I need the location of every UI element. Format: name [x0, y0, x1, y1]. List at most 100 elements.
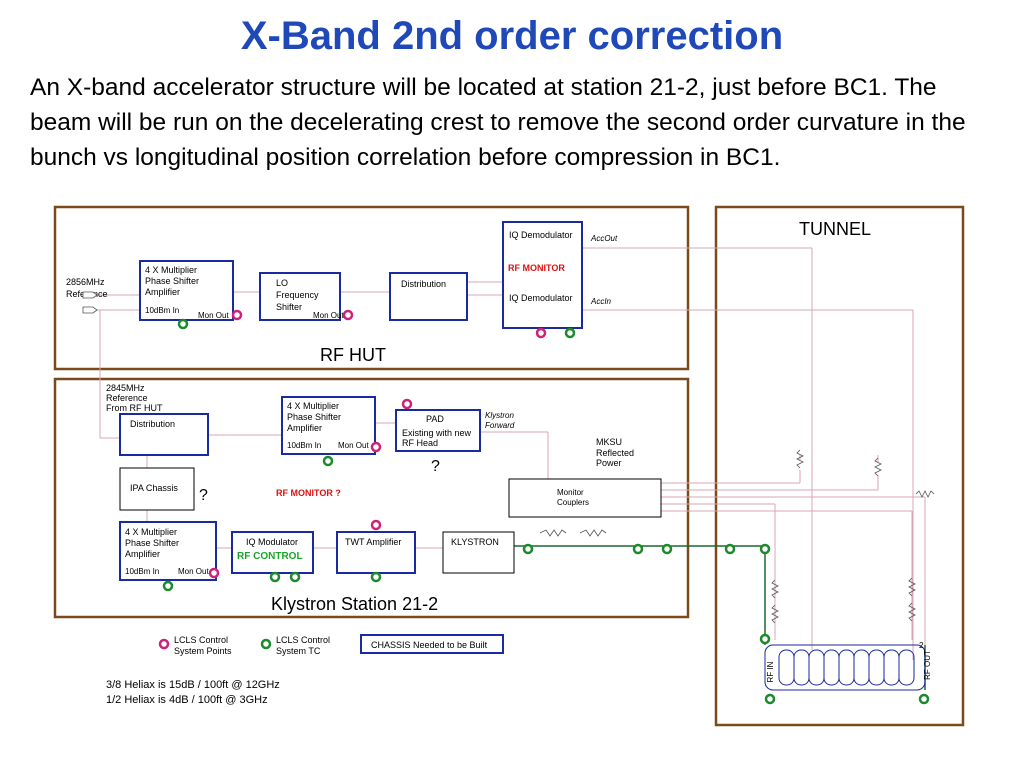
station-ref-2: Reference [106, 393, 148, 403]
ref-connector-icons [82, 291, 98, 314]
klystron-station-label: Klystron Station 21-2 [271, 594, 438, 614]
hut-mult-in: 10dBm In [145, 306, 179, 315]
pad-l2: Existing with new [402, 428, 472, 438]
control-point-icon [158, 638, 170, 650]
hut-distribution-box: Distribution [389, 272, 468, 321]
tc-point-icon [918, 693, 930, 705]
hut-multiplier-box: 4 X Multiplier Phase Shifter Amplifier 1… [139, 260, 234, 321]
tc-point-icon [260, 638, 272, 650]
tc-point-icon [162, 580, 174, 592]
twt-label: TWT Amplifier [345, 537, 401, 547]
iq-demod-2-label: IQ Demodulator [509, 293, 573, 303]
station-distribution-box: Distribution [119, 413, 209, 456]
lo-l1: LO [276, 278, 288, 288]
st-mult-bot-l3: Amplifier [125, 549, 160, 559]
iq-demod-1-label: IQ Demodulator [509, 230, 573, 240]
legend-magenta-1: LCLS Control [174, 635, 228, 645]
rf-hut-frame [53, 205, 690, 371]
port-2-label: 2 [919, 641, 924, 650]
tc-point-icon [269, 571, 281, 583]
rf-monitor-question: RF MONITOR ? [276, 488, 341, 498]
rf-control-label: RF CONTROL [237, 551, 303, 562]
st-mult-top-in: 10dBm In [287, 441, 321, 450]
rf-monitor-label: RF MONITOR [508, 263, 565, 273]
station-distribution-label: Distribution [130, 419, 175, 429]
mksu-3: Power [596, 458, 622, 468]
control-point-icon [535, 327, 547, 339]
station-multiplier-top-box: 4 X Multiplier Phase Shifter Amplifier 1… [281, 396, 376, 455]
station-multiplier-bottom-box: 4 X Multiplier Phase Shifter Amplifier 1… [119, 521, 217, 581]
st-mult-top-l2: Phase Shifter [287, 412, 341, 422]
lo-l2: Frequency [276, 290, 319, 300]
lcls-control-points [158, 309, 547, 650]
mksu-1: MKSU [596, 437, 622, 447]
hut-distribution-label: Distribution [401, 279, 446, 289]
legend-magenta-2: System Points [174, 646, 232, 656]
lo-shifter-box: LO Frequency Shifter Mon Out [259, 272, 344, 321]
st-mult-bot-l1: 4 X Multiplier [125, 527, 177, 537]
iq-modulator-label: IQ Modulator [246, 537, 298, 547]
tc-point-icon [632, 543, 644, 555]
ipa-chassis-label: IPA Chassis [130, 483, 178, 493]
legend-green-2: System TC [276, 646, 321, 656]
st-mult-bot-in: 10dBm In [125, 567, 159, 576]
hut-ref-label-1: 2856MHz [66, 277, 105, 287]
rf-in-label: RF IN [766, 661, 775, 682]
control-point-icon [208, 567, 220, 579]
hut-mult-l2: Phase Shifter [145, 276, 199, 286]
tc-point-icon [564, 327, 576, 339]
klystron-label: KLYSTRON [451, 537, 499, 547]
acc-in-label: AccIn [590, 297, 612, 306]
slide-title: X-Band 2nd order correction [240, 14, 784, 58]
mksu-2: Reflected [596, 448, 634, 458]
st-mult-top-l1: 4 X Multiplier [287, 401, 339, 411]
tunnel-frame [714, 205, 965, 727]
station-ref-3: From RF HUT [106, 403, 163, 413]
pad-l1: PAD [426, 414, 444, 424]
lo-out: Mon Out [313, 311, 344, 320]
tc-point-icon [759, 633, 771, 645]
st-mult-bot-out: Mon Out [178, 567, 209, 576]
legend-chassis-label: CHASSIS Needed to be Built [371, 640, 488, 650]
tc-point-icon [724, 543, 736, 555]
tc-point-icon [370, 571, 382, 583]
hut-mult-l1: 4 X Multiplier [145, 265, 197, 275]
pad-l3: RF Head [402, 438, 438, 448]
note-line-1: 3/8 Heliax is 15dB / 100ft @ 12GHz [106, 679, 280, 691]
twt-amplifier-box: TWT Amplifier [336, 531, 416, 574]
lcls-tc-points [162, 318, 930, 705]
iq-demodulator-box: IQ Demodulator RF MONITOR IQ Demodulator [502, 221, 583, 329]
monitor-couplers-box: Monitor Couplers [508, 478, 662, 518]
ipa-chassis-box: IPA Chassis [119, 467, 195, 511]
monitor-couplers-1: Monitor [557, 488, 584, 497]
klystron-box: KLYSTRON [442, 531, 515, 574]
control-point-icon [370, 519, 382, 531]
tc-point-icon [764, 693, 776, 705]
acc-out-label: AccOut [590, 234, 618, 243]
x-band-structure [764, 644, 926, 691]
station-ref-1: 2845MHz [106, 383, 145, 393]
legend-chassis-box: CHASSIS Needed to be Built [360, 634, 504, 654]
rf-hut-label: RF HUT [320, 345, 386, 365]
klystron-station-frame [53, 377, 690, 619]
attenuator-symbols [539, 449, 935, 624]
tc-point-icon [289, 571, 301, 583]
question-mark-ipa: ? [199, 487, 208, 504]
iq-modulator-box: IQ Modulator RF CONTROL [231, 531, 314, 574]
lo-l3: Shifter [276, 302, 302, 312]
control-point-icon [342, 309, 354, 321]
intro-paragraph: An X-band accelerator structure will be … [30, 74, 966, 171]
tunnel-label: TUNNEL [799, 219, 871, 239]
st-mult-top-out: Mon Out [338, 441, 369, 450]
legend-green-1: LCLS Control [276, 635, 330, 645]
tc-point-icon [759, 543, 771, 555]
klystron-forward-2: Forward [485, 421, 515, 430]
hut-mult-out: Mon Out [198, 311, 229, 320]
note-line-2: 1/2 Heliax is 4dB / 100ft @ 3GHz [106, 694, 268, 706]
st-mult-bot-l2: Phase Shifter [125, 538, 179, 548]
control-point-icon [231, 309, 243, 321]
st-mult-top-l3: Amplifier [287, 423, 322, 433]
control-point-icon [401, 398, 413, 410]
pad-box: PAD Existing with new RF Head [395, 409, 481, 452]
